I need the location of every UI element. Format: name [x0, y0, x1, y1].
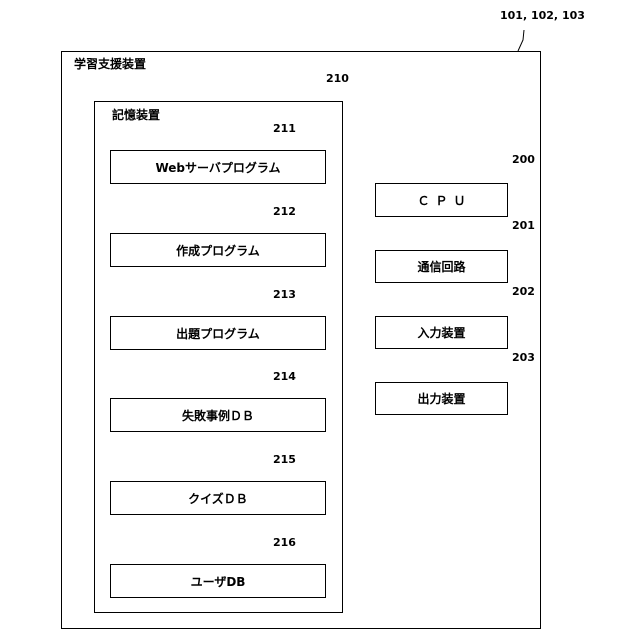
failure-case-db-block: 失敗事例ＤＢ	[110, 398, 326, 432]
block-label: 入力装置	[376, 317, 507, 348]
device-title: 学習支援装置	[74, 57, 146, 71]
item-ref-212: 212	[273, 205, 296, 218]
item-ref-214: 214	[273, 370, 296, 383]
block-label: 失敗事例ＤＢ	[111, 399, 325, 431]
device-ref: 101, 102, 103	[500, 9, 585, 22]
creation-program-block: 作成プログラム	[110, 233, 326, 267]
output-ref: 203	[512, 351, 535, 364]
block-label: クイズＤＢ	[111, 482, 325, 514]
block-label: 通信回路	[376, 251, 507, 282]
item-ref-216: 216	[273, 536, 296, 549]
comm-ref: 201	[512, 219, 535, 232]
item-ref-215: 215	[273, 453, 296, 466]
question-program-block: 出題プログラム	[110, 316, 326, 350]
storage-title: 記憶装置	[112, 108, 160, 122]
item-ref-211: 211	[273, 122, 296, 135]
cpu-ref: 200	[512, 153, 535, 166]
quiz-db-block: クイズＤＢ	[110, 481, 326, 515]
block-label: 出力装置	[376, 383, 507, 414]
communication-circuit-block: 通信回路	[375, 250, 508, 283]
block-label: ＣＰＵ	[376, 184, 507, 216]
block-label: 出題プログラム	[111, 317, 325, 349]
item-ref-213: 213	[273, 288, 296, 301]
user-db-block: ユーザDB	[110, 564, 326, 598]
block-label: Webサーバプログラム	[111, 151, 325, 183]
input-ref: 202	[512, 285, 535, 298]
input-device-block: 入力装置	[375, 316, 508, 349]
leader-device	[518, 30, 524, 51]
block-label: ユーザDB	[111, 565, 325, 597]
output-device-block: 出力装置	[375, 382, 508, 415]
storage-ref: 210	[326, 72, 349, 85]
block-label: 作成プログラム	[111, 234, 325, 266]
web-server-program-block: Webサーバプログラム	[110, 150, 326, 184]
cpu-block: ＣＰＵ	[375, 183, 508, 217]
